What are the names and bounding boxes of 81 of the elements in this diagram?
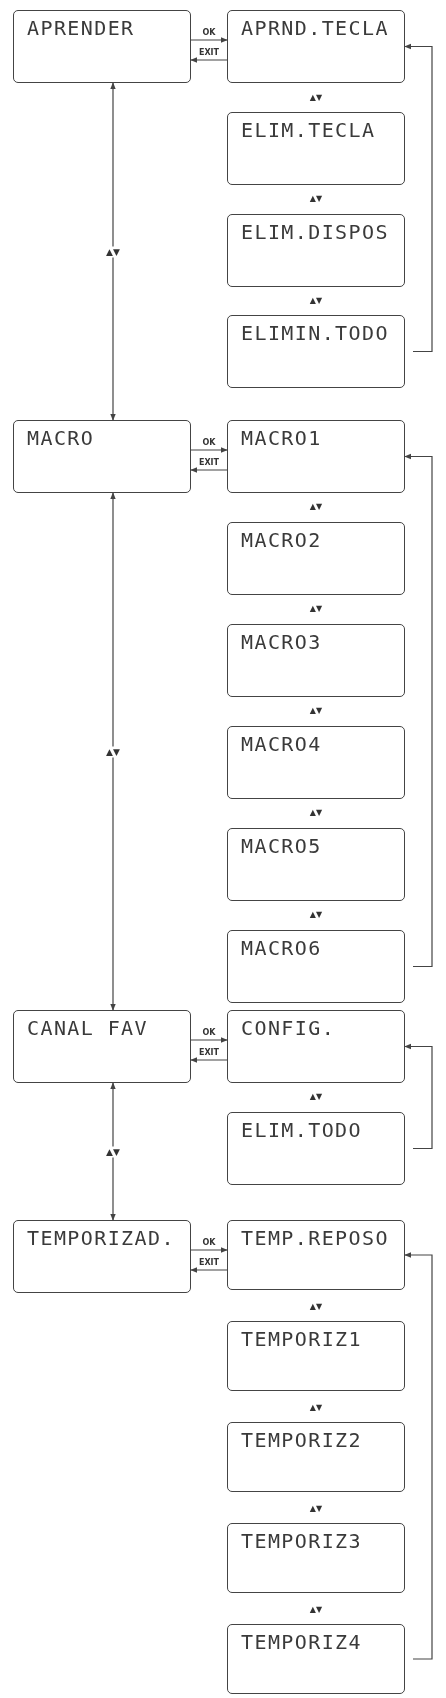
lcd-screen bbox=[227, 1422, 405, 1492]
key-label: EXIT bbox=[198, 458, 220, 468]
arrow bbox=[190, 1037, 228, 1043]
screen-text: MACRO4 bbox=[241, 732, 323, 756]
arrow bbox=[190, 1247, 228, 1253]
edge-label: ▲▼ bbox=[106, 246, 120, 257]
lcd-screen bbox=[13, 420, 191, 493]
arrow bbox=[110, 82, 116, 421]
arrow bbox=[190, 37, 228, 43]
lcd-screen bbox=[13, 1010, 191, 1083]
lcd-screen bbox=[227, 726, 405, 799]
lcd-screen bbox=[227, 1624, 405, 1694]
key-label: OK bbox=[202, 1238, 216, 1248]
screen-text: CANAL FAV bbox=[27, 1016, 149, 1040]
screen-text: MACRO bbox=[27, 426, 96, 450]
return-arrow bbox=[404, 453, 433, 968]
screen-text: TEMPORIZ2 bbox=[241, 1428, 363, 1452]
edge-label: ▲▼ bbox=[106, 1146, 120, 1157]
return-arrow bbox=[404, 1252, 433, 1660]
arrow bbox=[190, 1267, 228, 1273]
lcd-screen bbox=[227, 1523, 405, 1593]
lcd-screen bbox=[227, 315, 405, 388]
return-arrow bbox=[404, 43, 433, 353]
arrow bbox=[110, 1082, 116, 1221]
scroll-keys-label: ▲▼ bbox=[309, 297, 323, 305]
screen-text: ELIM.TECLA bbox=[241, 118, 377, 142]
screen-text: TEMPORIZ4 bbox=[241, 1630, 363, 1654]
key-label: OK bbox=[202, 28, 216, 38]
scroll-keys-label: ▲▼ bbox=[309, 1404, 323, 1412]
scroll-keys-label: ▲▼ bbox=[309, 503, 323, 511]
scroll-keys-label: ▲▼ bbox=[309, 1303, 323, 1311]
lcd-screen bbox=[227, 1321, 405, 1391]
screen-text: TEMPORIZAD. bbox=[27, 1226, 176, 1250]
key-label: EXIT bbox=[198, 1048, 220, 1058]
screen-text: MACRO3 bbox=[241, 630, 323, 654]
lcd-screen bbox=[227, 624, 405, 697]
screen-text: ELIMIN.TODO bbox=[241, 321, 390, 345]
screen-text: MACRO5 bbox=[241, 834, 323, 858]
lcd-screen bbox=[227, 420, 405, 493]
screen-text: CONFIG. bbox=[241, 1016, 337, 1040]
key-label: OK bbox=[202, 1028, 216, 1038]
screen-text: TEMPORIZ3 bbox=[241, 1529, 363, 1553]
lcd-screen bbox=[227, 214, 405, 287]
scroll-keys-label: ▲▼ bbox=[309, 1505, 323, 1513]
arrow bbox=[190, 467, 228, 473]
screen-text: APRND.TECLA bbox=[241, 16, 390, 40]
scroll-keys-label: ▲▼ bbox=[309, 911, 323, 919]
lcd-screen bbox=[13, 1220, 191, 1293]
screen-text: TEMPORIZ1 bbox=[241, 1327, 363, 1351]
return-arrow bbox=[404, 1043, 433, 1150]
lcd-screen bbox=[227, 1010, 405, 1083]
arrow bbox=[190, 57, 228, 63]
edge-label: ▲▼ bbox=[106, 746, 120, 757]
lcd-screen bbox=[227, 1220, 405, 1290]
lcd-screen bbox=[227, 930, 405, 1003]
arrow bbox=[190, 1057, 228, 1063]
scroll-keys-label: ▲▼ bbox=[309, 605, 323, 613]
lcd-screen bbox=[227, 10, 405, 83]
screen-text: TEMP.REPOSO bbox=[241, 1226, 390, 1250]
screen-text: MACRO6 bbox=[241, 936, 323, 960]
scroll-keys-label: ▲▼ bbox=[309, 1093, 323, 1101]
screen-text: ELIM.DISPOS bbox=[241, 220, 390, 244]
scroll-keys-label: ▲▼ bbox=[309, 195, 323, 203]
lcd-screen bbox=[13, 10, 191, 83]
scroll-keys-label: ▲▼ bbox=[309, 1606, 323, 1614]
key-label: EXIT bbox=[198, 1258, 220, 1268]
scroll-keys-label: ▲▼ bbox=[309, 94, 323, 102]
screen-text: ELIM.TODO bbox=[241, 1118, 363, 1142]
screen-text: MACRO2 bbox=[241, 528, 323, 552]
screen-text: APRENDER bbox=[27, 16, 136, 40]
key-label: OK bbox=[202, 438, 216, 448]
lcd-screen bbox=[227, 828, 405, 901]
arrow bbox=[110, 492, 116, 1011]
key-label: EXIT bbox=[198, 48, 220, 58]
arrow bbox=[190, 447, 228, 453]
scroll-keys-label: ▲▼ bbox=[309, 707, 323, 715]
lcd-screen bbox=[227, 112, 405, 185]
lcd-screen bbox=[227, 522, 405, 595]
screen-text: MACRO1 bbox=[241, 426, 323, 450]
scroll-keys-label: ▲▼ bbox=[309, 809, 323, 817]
lcd-screen bbox=[227, 1112, 405, 1185]
